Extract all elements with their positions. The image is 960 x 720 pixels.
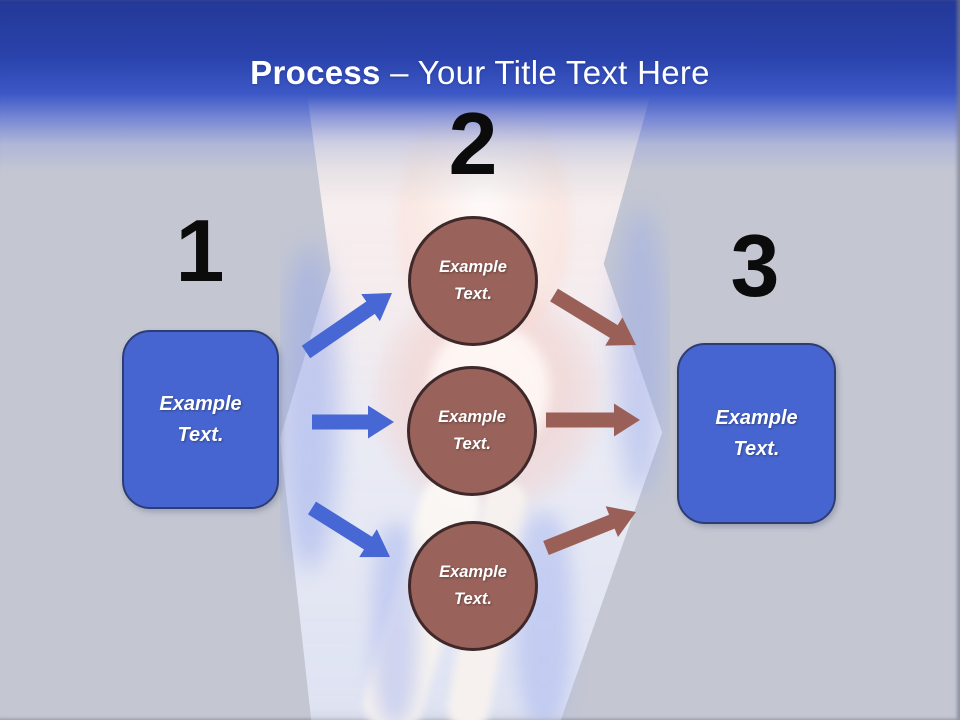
step2-circle-1: Example Text. [408, 216, 538, 346]
step2-circle-2-label: Example Text. [438, 407, 506, 453]
arrow-circle3-to-box3 [543, 506, 636, 555]
step3-box: Example Text. [677, 343, 836, 524]
arrow-circle1-to-box3 [550, 288, 636, 346]
arrow-box1-to-circle2 [312, 405, 394, 439]
step3-box-label: Example Text. [715, 406, 798, 460]
step-number-3: 3 [730, 216, 780, 315]
step-number-2: 2 [448, 94, 498, 193]
step2-circle-3: Example Text. [408, 521, 538, 651]
step-number-1: 1 [175, 201, 225, 300]
step1-box: Example Text. [122, 330, 279, 509]
step2-circle-3-label: Example Text. [439, 562, 507, 608]
step2-circle-1-label: Example Text. [439, 257, 507, 303]
arrow-circle2-to-box3 [546, 403, 640, 437]
step2-circle-2: Example Text. [407, 366, 537, 496]
title-subtitle: – Your Title Text Here [390, 54, 710, 91]
title-keyword: Process [250, 54, 391, 91]
arrow-box1-to-circle3 [308, 501, 390, 558]
slide-title: Process – Your Title Text Here [0, 54, 960, 92]
step1-box-label: Example Text. [159, 392, 242, 446]
arrow-box1-to-circle1 [301, 293, 392, 359]
